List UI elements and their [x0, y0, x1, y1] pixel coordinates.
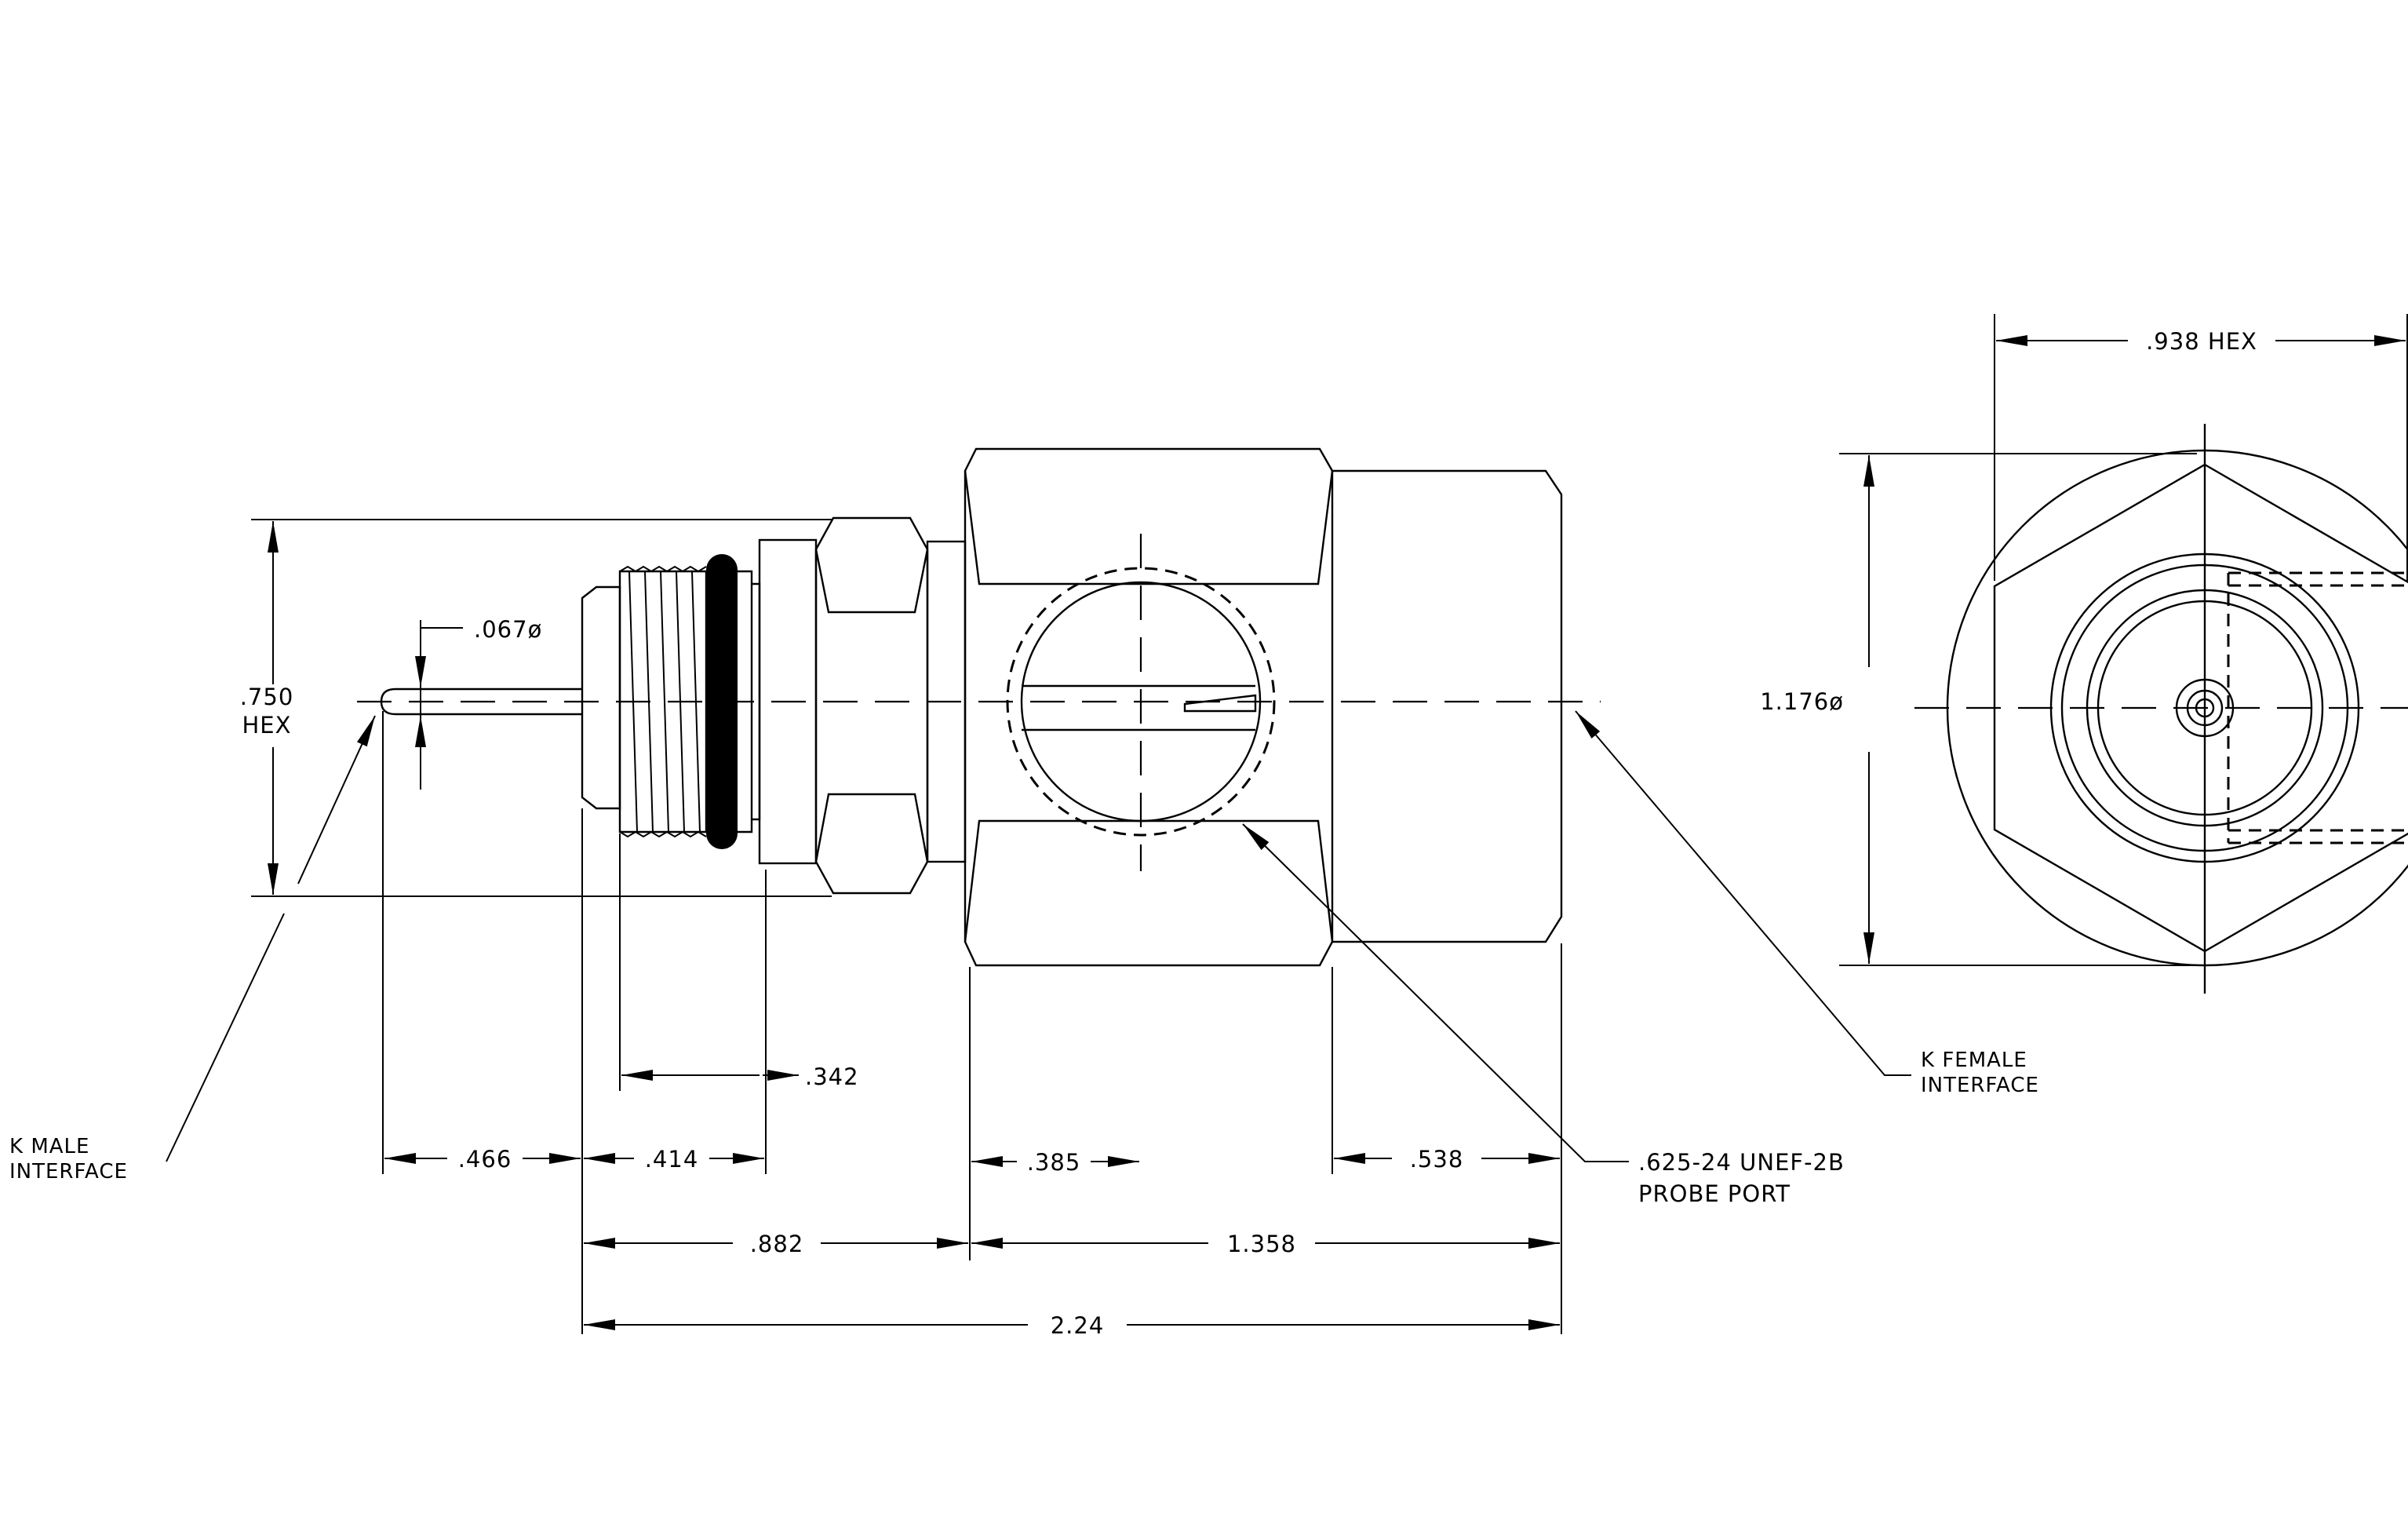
- leaders: [166, 711, 1911, 1162]
- dim-male-body-length: .882: [750, 1231, 804, 1257]
- dim-probe-offset: .385: [1027, 1149, 1081, 1176]
- callout-labels: K MALE INTERFACE K FEMALE INTERFACE .625…: [9, 1049, 2039, 1207]
- end-view: [1914, 424, 2408, 994]
- callout-probe-line1: .625-24 UNEF-2B: [1638, 1149, 1845, 1176]
- o-ring: [706, 554, 738, 849]
- dim-thread-pitch-length: .342: [805, 1063, 859, 1090]
- dim-female-length: .538: [1410, 1146, 1464, 1173]
- small-hex-nut: [814, 516, 929, 895]
- callout-female-line2: INTERFACE: [1921, 1074, 2039, 1097]
- dim-end-view-diameter: 1.176ø: [1760, 688, 1844, 715]
- side-view: [357, 447, 1601, 967]
- dim-hex-small-unit: HEX: [242, 712, 292, 739]
- callout-female-line1: K FEMALE: [1921, 1049, 2027, 1072]
- hex-outline: [1993, 463, 2408, 953]
- dim-end-view-hex: .938 HEX: [2146, 328, 2257, 355]
- callout-male-line2: INTERFACE: [9, 1160, 128, 1184]
- dim-pin-length: .466: [458, 1146, 512, 1173]
- flange: [581, 585, 621, 810]
- dim-pin-diameter: .067ø: [474, 616, 542, 643]
- outer-circle: [1946, 449, 2408, 967]
- large-hex-body: [964, 447, 1334, 967]
- hidden-port-lines: [2227, 571, 2408, 844]
- dimension-labels: .067ø .750 HEX .466 .414 .342 .385 .538 …: [240, 328, 2257, 1339]
- dimension-lines: [268, 335, 2406, 1330]
- callout-probe-line2: PROBE PORT: [1638, 1180, 1791, 1207]
- probe-port: [1006, 534, 1276, 871]
- female-body: [1332, 469, 1563, 943]
- dim-female-body-length: 1.358: [1227, 1231, 1296, 1257]
- dim-thread-length: .414: [645, 1146, 699, 1173]
- callout-male-line1: K MALE: [9, 1135, 89, 1158]
- dim-overall-length: 2.24: [1051, 1312, 1105, 1339]
- dim-hex-small-value: .750: [240, 684, 294, 710]
